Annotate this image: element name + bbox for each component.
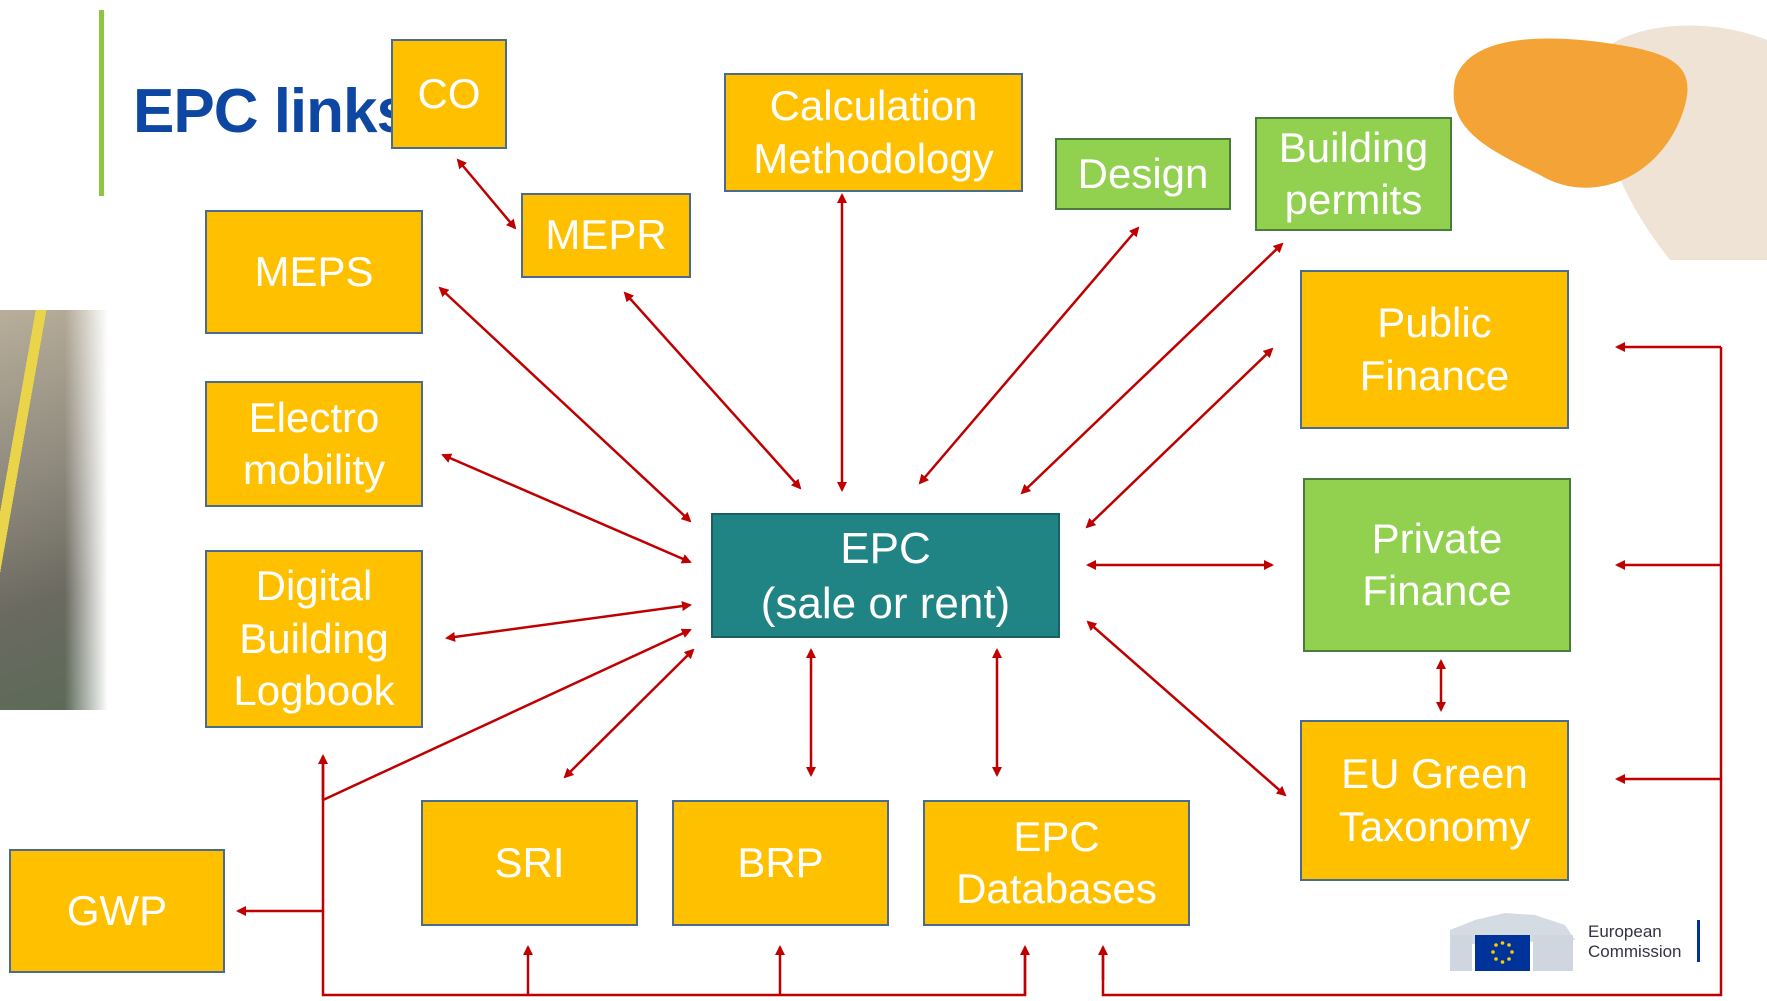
building-photo [0, 310, 108, 710]
arrow-permits-epc [1020, 242, 1284, 495]
orange-blob-decoration [1453, 25, 1767, 260]
node-epc-center: EPC (sale or rent) [711, 513, 1060, 638]
node-calculation-methodology: Calculation Methodology [724, 73, 1023, 192]
node-eu-green-taxonomy: EU Green Taxonomy [1300, 720, 1569, 881]
ec-logo-text: European Commission [1588, 922, 1682, 961]
arrow-public-epc [1085, 347, 1274, 529]
arrow-taxonomy-epc [1086, 620, 1287, 797]
node-epc-databases: EPC Databases [923, 800, 1190, 926]
node-meps: MEPS [205, 210, 423, 334]
arrow-emobility-epc [441, 453, 692, 564]
node-sri: SRI [421, 800, 638, 926]
node-gwp: GWP [9, 849, 225, 973]
arrow-mepr-epc [623, 291, 802, 490]
arrow-gwp-epc [322, 628, 692, 802]
node-private-finance: Private Finance [1303, 478, 1571, 652]
ec-logo-divider [1697, 920, 1700, 962]
arrow-sri-epc [563, 648, 695, 779]
arrow-co-mepr [456, 158, 517, 230]
slide-title: EPC links [133, 77, 411, 146]
node-digital-building-logbook: Digital Building Logbook [205, 550, 423, 728]
node-brp: BRP [672, 800, 889, 926]
eu-flag-icon [1450, 913, 1575, 971]
node-design: Design [1055, 138, 1231, 210]
title-accent-bar [99, 10, 104, 196]
node-co: CO [391, 39, 507, 149]
node-electro-mobility: Electro mobility [205, 381, 423, 507]
node-mepr: MEPR [521, 193, 691, 278]
node-building-permits: Building permits [1255, 117, 1452, 231]
arrow-design-epc [918, 226, 1140, 485]
node-public-finance: Public Finance [1300, 270, 1569, 429]
arrow-dbl-epc [445, 601, 692, 642]
